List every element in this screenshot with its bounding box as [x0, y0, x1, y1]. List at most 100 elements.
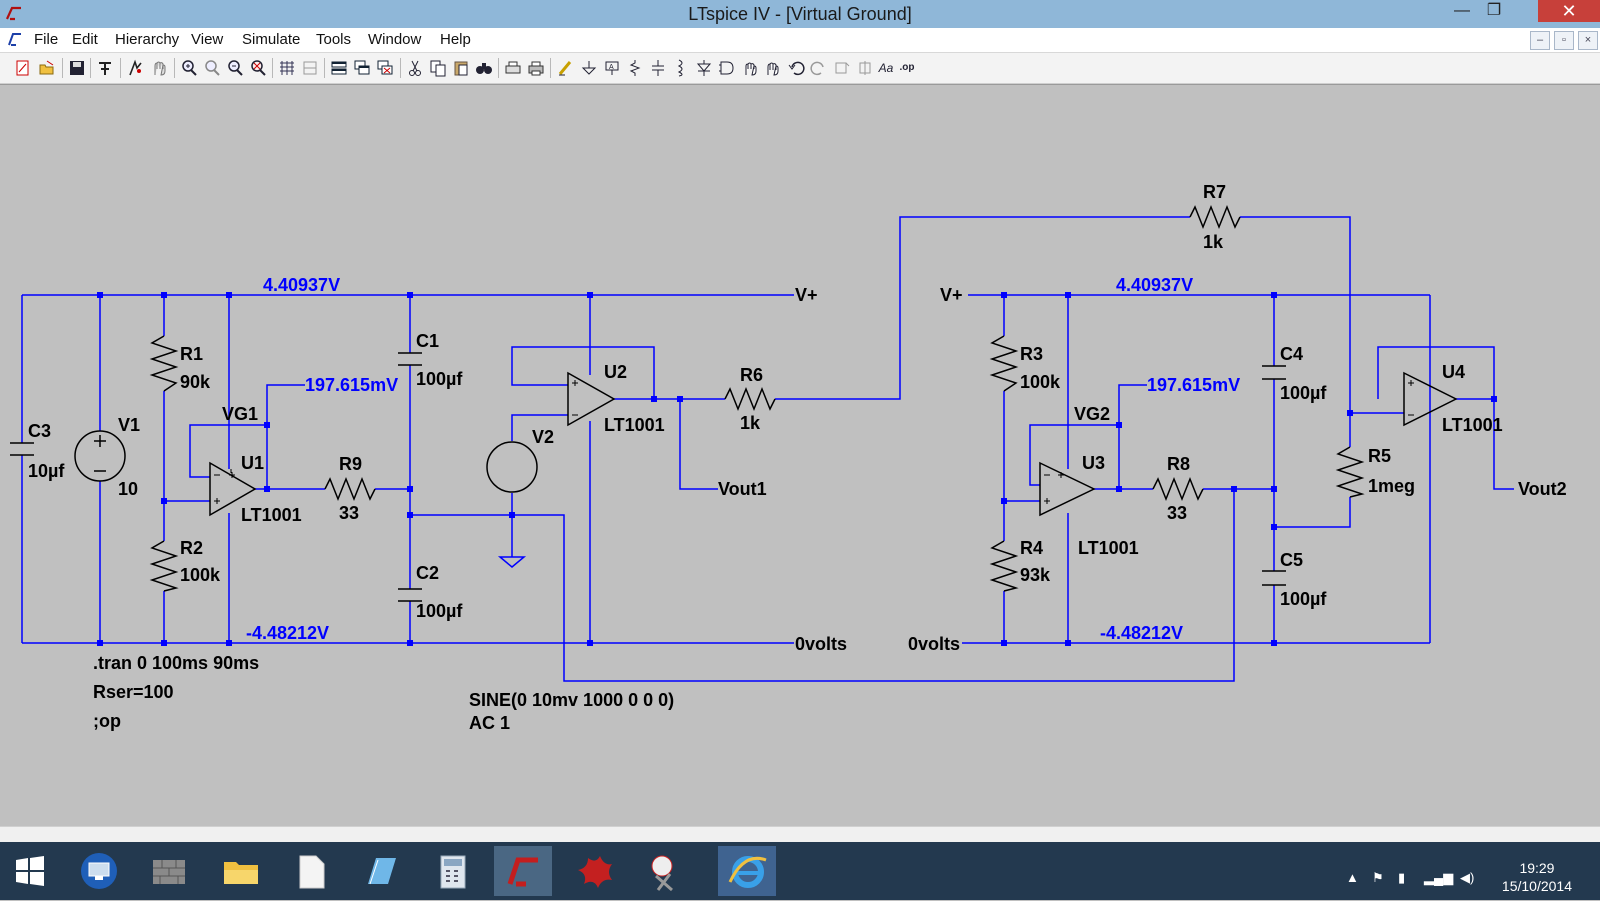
firewall-icon[interactable]: [140, 846, 198, 896]
internet-explorer-icon[interactable]: [718, 846, 776, 896]
pan-icon[interactable]: [301, 59, 319, 77]
r3-ref: R3: [1020, 344, 1043, 364]
right-vg-voltage: 197.615mV: [1147, 375, 1240, 395]
c1-ref: C1: [416, 331, 439, 351]
menu-window[interactable]: Window: [368, 31, 422, 48]
run-icon[interactable]: [126, 59, 144, 77]
control-panel-icon[interactable]: [96, 59, 114, 77]
vout2-label: Vout2: [1518, 479, 1567, 499]
autoscale-icon[interactable]: [278, 59, 296, 77]
calculator-icon[interactable]: [424, 846, 482, 896]
r8-value: 33: [1167, 503, 1187, 523]
save-icon[interactable]: [68, 59, 86, 77]
remote-desktop-icon[interactable]: [70, 846, 128, 896]
u2-model: LT1001: [604, 415, 665, 435]
action-center-flag-icon[interactable]: ⚑: [1372, 870, 1384, 885]
c5-value: 100µf: [1280, 589, 1327, 609]
drag-icon[interactable]: [764, 59, 782, 77]
capacitor-icon[interactable]: [649, 59, 667, 77]
redo-icon[interactable]: [810, 59, 828, 77]
mdi-restore-button[interactable]: ▫: [1554, 31, 1574, 50]
zoom-full-icon[interactable]: [226, 59, 244, 77]
schematic-drawing[interactable]: 4.40937V -4.48212V 197.615mV V+ 0volts V…: [0, 85, 1600, 827]
resistor-icon[interactable]: [626, 59, 644, 77]
ltspice-icon[interactable]: [494, 846, 552, 896]
copy-icon[interactable]: [429, 59, 447, 77]
voltage-source-v2-symbol: [486, 441, 538, 493]
zoom-out-icon[interactable]: [203, 59, 221, 77]
menu-view[interactable]: View: [191, 31, 224, 48]
snipping-tool-icon[interactable]: [636, 846, 694, 896]
resistor-r7-symbol: [1189, 204, 1241, 230]
c1-value: 100µf: [416, 369, 463, 389]
find-icon[interactable]: [475, 59, 493, 77]
close-button[interactable]: ✕: [1538, 0, 1600, 22]
print-icon[interactable]: [527, 59, 545, 77]
document-menu-icon[interactable]: [6, 31, 24, 49]
menu-help[interactable]: Help: [440, 31, 471, 48]
close-windows-icon[interactable]: [376, 59, 394, 77]
r5-ref: R5: [1368, 446, 1391, 466]
print-setup-icon[interactable]: [504, 59, 522, 77]
diode-icon[interactable]: [695, 59, 713, 77]
zoom-cancel-icon[interactable]: [249, 59, 267, 77]
menu-edit[interactable]: Edit: [72, 31, 98, 48]
move-icon[interactable]: [741, 59, 759, 77]
wire-icon[interactable]: [557, 59, 575, 77]
resistor-r3-symbol: [989, 335, 1019, 392]
text-icon[interactable]: Aa: [878, 61, 894, 75]
resistor-r9-symbol: [324, 476, 376, 502]
menu-tools[interactable]: Tools: [316, 31, 352, 48]
menu-file[interactable]: File: [34, 31, 59, 48]
c3-value: 10µf: [28, 461, 65, 481]
u3-ref: U3: [1082, 453, 1105, 473]
open-icon[interactable]: [38, 59, 56, 77]
mirror-icon[interactable]: [856, 59, 874, 77]
paste-icon[interactable]: [452, 59, 470, 77]
minimize-button[interactable]: —: [1454, 2, 1470, 19]
paint-splat-icon[interactable]: [566, 846, 624, 896]
battery-icon[interactable]: ▮: [1398, 870, 1406, 885]
volume-icon[interactable]: ◀): [1460, 870, 1475, 885]
cut-icon[interactable]: [406, 59, 424, 77]
file-explorer-icon[interactable]: [212, 846, 270, 896]
mdi-close-button[interactable]: ×: [1578, 31, 1598, 50]
restore-button[interactable]: ❐: [1486, 2, 1502, 19]
cascade-icon[interactable]: [353, 59, 371, 77]
inductor-icon[interactable]: [672, 59, 690, 77]
c3-ref: C3: [28, 421, 51, 441]
r6-value: 1k: [740, 413, 761, 433]
title-bar: LTspice IV - [Virtual Ground] — ❐ ✕: [0, 0, 1600, 28]
network-signal-icon[interactable]: ▂▄▆: [1424, 870, 1454, 885]
ground-icon[interactable]: [580, 59, 598, 77]
show-hidden-icons-icon[interactable]: ▲: [1346, 870, 1359, 885]
left-vneg-voltage: -4.48212V: [246, 623, 329, 643]
start-icon[interactable]: [0, 846, 58, 896]
notepad-icon[interactable]: [352, 846, 410, 896]
component-icon[interactable]: [718, 59, 736, 77]
vg2-label: VG2: [1074, 404, 1110, 424]
label-net-icon[interactable]: A: [603, 59, 621, 77]
menu-hierarchy[interactable]: Hierarchy: [115, 31, 180, 48]
mdi-minimize-button[interactable]: –: [1530, 31, 1550, 50]
menu-simulate[interactable]: Simulate: [242, 31, 301, 48]
right-zero-label: 0volts: [908, 634, 960, 654]
directive-tran: .tran 0 100ms 90ms: [93, 653, 259, 673]
u2-ref: U2: [604, 362, 627, 382]
undo-icon[interactable]: [787, 59, 805, 77]
zoom-in-icon[interactable]: [180, 59, 198, 77]
new-schematic-icon[interactable]: [14, 59, 32, 77]
spice-directive-icon[interactable]: .op: [899, 62, 915, 73]
left-vpos-voltage: 4.40937V: [263, 275, 340, 295]
r2-ref: R2: [180, 538, 203, 558]
toolbar: A Aa .op: [0, 53, 1600, 84]
rotate-icon[interactable]: [833, 59, 851, 77]
system-clock[interactable]: 19:29 15/10/2014: [1502, 859, 1572, 895]
document-icon[interactable]: [282, 846, 340, 896]
schematic-canvas[interactable]: 4.40937V -4.48212V 197.615mV V+ 0volts V…: [0, 84, 1600, 827]
halt-icon[interactable]: [150, 59, 168, 77]
u1-model: LT1001: [241, 505, 302, 525]
left-vg-voltage: 197.615mV: [305, 375, 398, 395]
tile-icon[interactable]: [330, 59, 348, 77]
c2-value: 100µf: [416, 601, 463, 621]
